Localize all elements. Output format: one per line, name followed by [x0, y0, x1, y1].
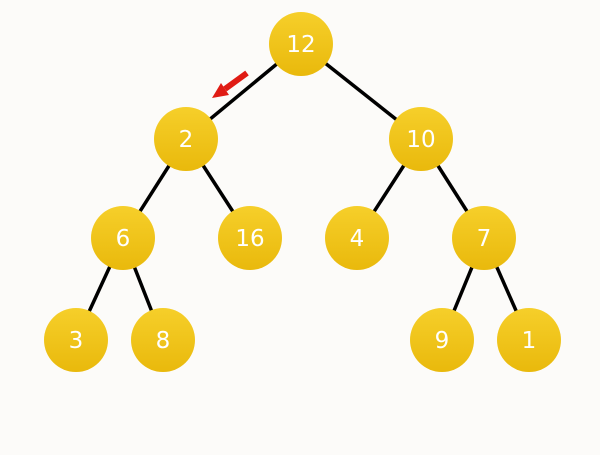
- node-label: 6: [116, 226, 131, 252]
- tree-node-1: 1: [497, 308, 561, 372]
- node-label: 12: [286, 32, 315, 58]
- node-circle: [44, 308, 108, 372]
- tree-node-6: 6: [91, 206, 155, 270]
- tree-node-4: 4: [325, 206, 389, 270]
- node-circle: [452, 206, 516, 270]
- node-label: 9: [435, 328, 450, 354]
- arrow-layer: [212, 70, 249, 98]
- node-label: 2: [179, 127, 194, 153]
- nodes-layer: 12 2 10 6 16 4 7 3 8 9 1: [44, 12, 561, 372]
- node-label: 7: [477, 226, 492, 252]
- node-circle: [410, 308, 474, 372]
- node-circle: [218, 206, 282, 270]
- node-label: 3: [69, 328, 84, 354]
- node-circle: [91, 206, 155, 270]
- highlight-arrow: [212, 70, 249, 98]
- edges-layer: [74, 42, 531, 341]
- node-label: 1: [522, 328, 537, 354]
- node-label: 4: [350, 226, 365, 252]
- tree-node-10: 10: [389, 107, 453, 171]
- tree-node-9: 9: [410, 308, 474, 372]
- node-circle: [131, 308, 195, 372]
- tree-node-2: 2: [154, 107, 218, 171]
- tree-node-16: 16: [218, 206, 282, 270]
- node-label: 8: [156, 328, 171, 354]
- node-circle: [497, 308, 561, 372]
- node-circle: [389, 107, 453, 171]
- node-circle: [154, 107, 218, 171]
- tree-node-3: 3: [44, 308, 108, 372]
- node-label: 16: [235, 226, 264, 252]
- node-circle: [325, 206, 389, 270]
- tree-node-7: 7: [452, 206, 516, 270]
- node-circle: [269, 12, 333, 76]
- node-label: 10: [406, 127, 435, 153]
- tree-node-8: 8: [131, 308, 195, 372]
- tree-node-12: 12: [269, 12, 333, 76]
